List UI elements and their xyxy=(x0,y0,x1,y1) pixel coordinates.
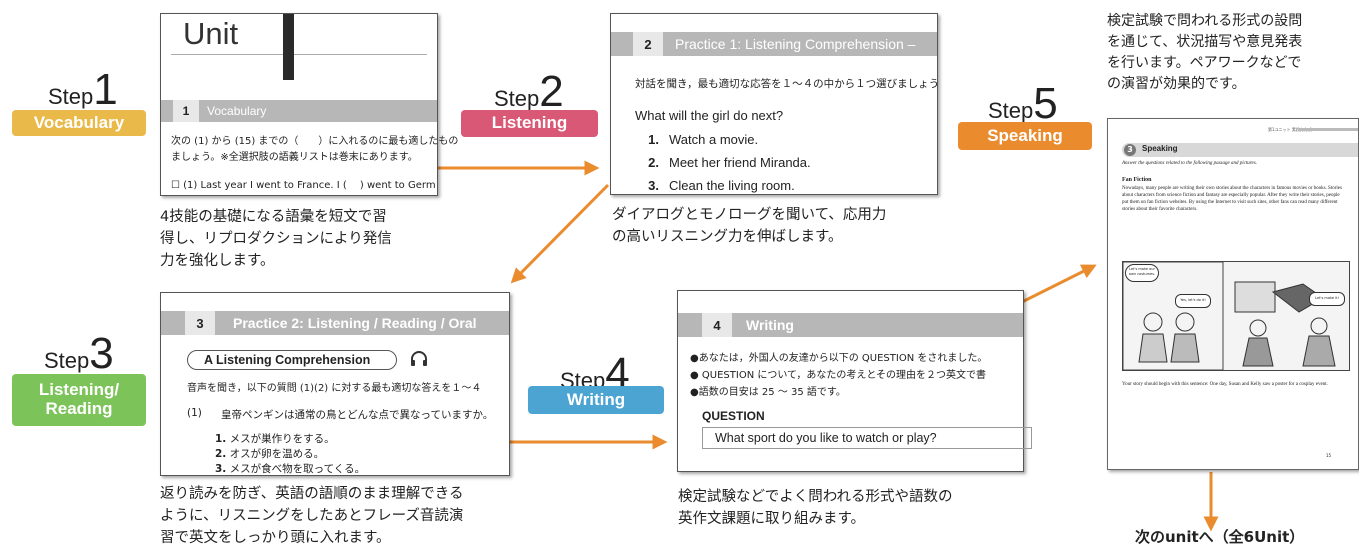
card5-bubble1: Let's make our own costumes. xyxy=(1125,264,1159,282)
card3-option-1: 1. メスが巣作りをする。 xyxy=(215,431,335,446)
card2-section-number: 2 xyxy=(633,32,663,56)
card5-page-number: 15 xyxy=(1326,453,1332,458)
card5-footer: Your story should begin with this senten… xyxy=(1122,382,1328,387)
step2-caption: ダイアログとモノローグを聞いて、応用力 の高いリスニング力を伸ばします。 xyxy=(612,207,887,245)
card3-option-2-number: 2. xyxy=(215,448,227,460)
step4-badge: Writing xyxy=(528,386,664,414)
card2-option-2: 2. Meet her friend Miranda. xyxy=(637,155,811,170)
step1-number: 1 xyxy=(93,65,118,114)
step3-caption: 返り読みを防ぎ、英語の語順のまま理解できる ように、リスニングをしたあとフレーズ… xyxy=(160,486,464,546)
unit-number-bar xyxy=(283,14,294,80)
card4-question-box: What sport do you like to watch or play? xyxy=(702,427,1032,449)
card3-option-3-number: 3. xyxy=(215,463,227,475)
headphones-icon xyxy=(409,349,429,369)
card3-option-1-text: メスが巣作りをする。 xyxy=(229,433,335,445)
card2-option-2-text: Meet her friend Miranda. xyxy=(669,155,811,170)
card3-instruction: 音声を聞き，以下の質問 (1)(2) に対する最も適切な答えを１～４ xyxy=(187,383,482,394)
step5-heading: Step5 xyxy=(988,82,1058,126)
arrow-step2-to-step3 xyxy=(510,183,610,284)
card3-pill: A Listening Comprehension xyxy=(187,350,397,370)
step4-caption: 検定試験などでよく問われる形式や語数の 英作文課題に取り組みます。 xyxy=(678,489,953,527)
card5-bubble3: Let's make it! xyxy=(1309,292,1345,306)
arrow-step4-to-step5 xyxy=(1021,264,1097,304)
card2-question: What will the girl do next? xyxy=(635,108,784,123)
step2-badge: Listening xyxy=(461,110,598,137)
step3-number: 3 xyxy=(89,329,114,378)
card3-question-number: (1) xyxy=(187,407,202,419)
card5-instruction: Answer the questions related to the foll… xyxy=(1122,161,1257,166)
card1-line3: ☐ (1) Last year I went to France. I ( ) … xyxy=(171,180,436,191)
step5-badge: Speaking xyxy=(958,122,1092,150)
card2-section-bar: 2 Practice 1: Listening Comprehension – xyxy=(611,32,937,56)
card3-option-1-number: 1. xyxy=(215,433,227,445)
step1-word: Step xyxy=(48,84,94,109)
step3-word: Step xyxy=(44,348,90,373)
card5-section-title: Speaking xyxy=(1142,144,1178,153)
card1-section-number: 1 xyxy=(173,100,199,122)
step5-number: 5 xyxy=(1033,79,1058,128)
card1-line2: ましょう。※全選択肢の語義リストは巻末にあります。 xyxy=(171,152,418,163)
step1-card: Unit 1 Vocabulary 次の (1) から (15) までの（ ）に… xyxy=(160,13,458,196)
card4-question-label: QUESTION xyxy=(702,409,765,423)
card3-section-bar: 3 Practice 2: Listening / Reading / Oral xyxy=(161,311,509,335)
card4-line3: ●語数の目安は 25 ～ 35 語です。 xyxy=(690,387,846,398)
step4-card: 4 Writing ●あなたは，外国人の友達から以下の QUESTION をされ… xyxy=(677,290,1032,472)
card5-bubble2: Yes, let's do it! xyxy=(1175,294,1211,308)
step1-heading: Step1 xyxy=(48,68,118,112)
step5-card: 第1ユニット 実践力育成レベル 3 Speaking Answer the qu… xyxy=(1107,118,1359,470)
card2-option-3-number: 3. xyxy=(648,178,659,193)
step1-caption: 4技能の基礎になる語彙を短文で習 得し、リプロダクションにより発信 力を強化しま… xyxy=(160,209,392,269)
card4-line1: ●あなたは，外国人の友達から以下の QUESTION をされました。 xyxy=(690,353,988,364)
card5-illustration: Let's make our own costumes. Yes, let's … xyxy=(1122,261,1350,371)
card3-option-2-text: オスが卵を温める。 xyxy=(229,448,325,460)
card1-section-title: Vocabulary xyxy=(207,104,267,118)
step5-word: Step xyxy=(988,98,1034,123)
step1-badge: Vocabulary xyxy=(12,110,146,136)
card3-question: 皇帝ペンギンは通常の鳥とどんな点で異なっていますか。 xyxy=(221,409,494,421)
unit-rule xyxy=(171,54,427,55)
card5-header-bar xyxy=(1298,128,1358,131)
card3-section-number: 3 xyxy=(185,311,215,335)
step5-caption: 検定試験で問われる形式の設問 を通じて、状況描写や意見発表 を行います。ペアワー… xyxy=(1107,13,1303,92)
card3-option-3-text: メスが食べ物を取ってくる。 xyxy=(229,463,366,475)
card2-option-1-number: 1. xyxy=(648,132,659,147)
unit-title: Unit xyxy=(183,16,239,51)
card2-instruction: 対話を聞き，最も適切な応答を１～４の中から１つ選びましょう xyxy=(635,78,940,90)
card3-option-2: 2. オスが卵を温める。 xyxy=(215,446,324,461)
card1-line1: 次の (1) から (15) までの（ ）に入れるのに最も適したもの xyxy=(171,136,459,147)
card4-section-bar: 4 Writing xyxy=(678,313,1023,337)
step3-badge: Listening/ Reading xyxy=(12,374,146,426)
step2-card: 2 Practice 1: Listening Comprehension – … xyxy=(610,13,940,195)
card4-section-title: Writing xyxy=(746,317,794,333)
card5-passage: Nowadays, many people are writing their … xyxy=(1122,186,1342,212)
card2-option-3: 3. Clean the living room. xyxy=(637,178,795,193)
step2-heading: Step2 xyxy=(494,70,564,114)
step3-heading: Step3 xyxy=(44,332,114,376)
card3-option-3: 3. メスが食べ物を取ってくる。 xyxy=(215,461,365,476)
step2-word: Step xyxy=(494,86,540,111)
illustration-drawing xyxy=(1122,261,1336,371)
next-unit-label: 次のunitへ（全6Unit） xyxy=(1135,528,1305,546)
card5-section-bar: 3 Speaking xyxy=(1122,143,1358,157)
card2-section-title: Practice 1: Listening Comprehension – xyxy=(675,36,916,52)
card3-section-title: Practice 2: Listening / Reading / Oral xyxy=(233,315,477,331)
card1-section-bar: 1 Vocabulary xyxy=(161,100,437,122)
card5-passage-title: Fan Fiction xyxy=(1122,177,1152,183)
card2-option-1-text: Watch a movie. xyxy=(669,132,759,147)
card4-line2: ● QUESTION について，あなたの考えとその理由を２つ英文で書 xyxy=(690,370,987,381)
step2-number: 2 xyxy=(539,67,564,116)
card5-header-right: 第1ユニット 実践力育成レベル xyxy=(1268,127,1324,132)
card5-section-number: 3 xyxy=(1124,144,1136,156)
card4-section-number: 4 xyxy=(702,313,732,337)
card2-option-3-text: Clean the living room. xyxy=(669,178,795,193)
card2-option-1: 1. Watch a movie. xyxy=(637,132,758,147)
step3-card: 3 Practice 2: Listening / Reading / Oral… xyxy=(160,292,510,476)
card2-option-2-number: 2. xyxy=(648,155,659,170)
